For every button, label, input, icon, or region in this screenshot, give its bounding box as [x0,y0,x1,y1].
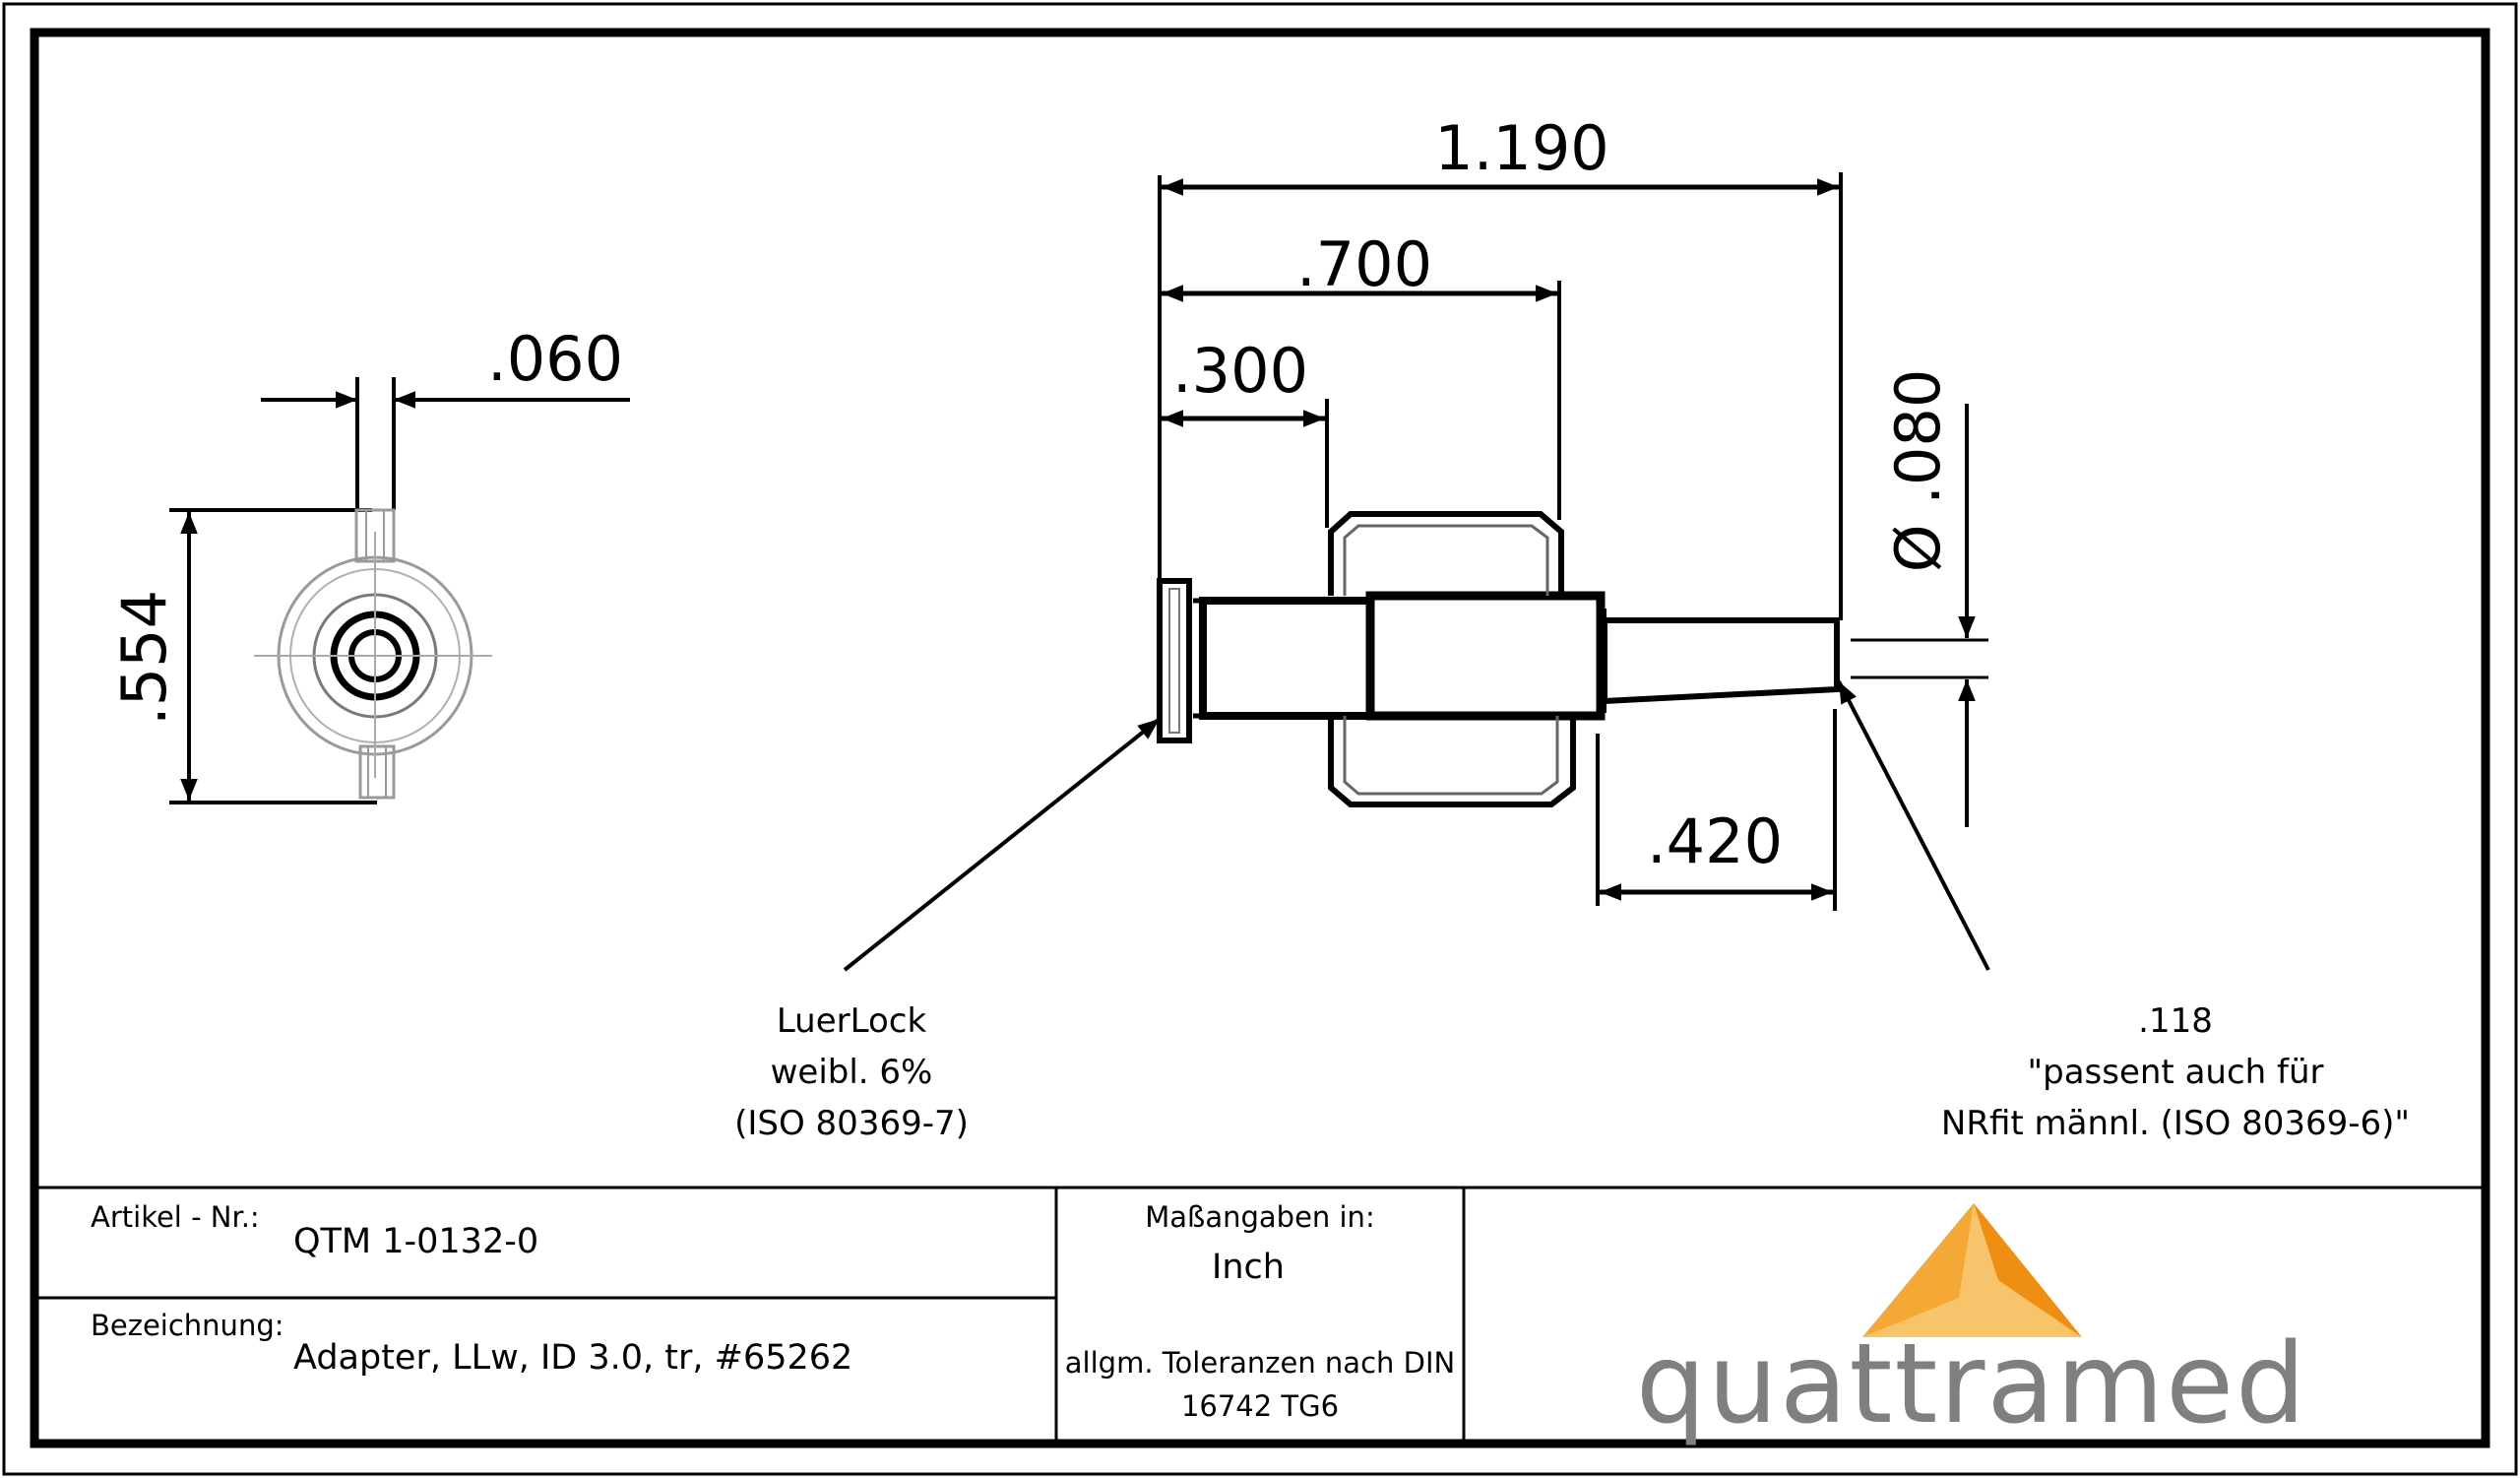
side-view [843,172,1990,972]
dim-length-700: .700 [1296,228,1432,300]
dim-height: .554 [108,590,180,726]
svg-text:NRfit männl. (ISO 80369-6)": NRfit männl. (ISO 80369-6)" [1941,1104,2410,1143]
quattramed-logo: quattramed [1636,1203,2307,1448]
title-block [34,1186,2486,1444]
logo-pyramid-dark [1974,1203,2082,1337]
svg-text:.118: .118 [2138,1001,2213,1041]
callout-luerlock: LuerLock weibl. 6% (ISO 80369-7) [734,1001,969,1143]
svg-text:"passent auch für: "passent auch für [2027,1053,2323,1092]
article-value: QTM 1-0132-0 [293,1222,538,1261]
tolerance-line-2: 16742 TG6 [1181,1389,1339,1423]
tolerance-line-1: allgm. Toleranzen nach DIN [1065,1346,1455,1380]
dim-overall-length: 1.190 [1434,112,1609,184]
units-label: Maßangaben in: [1145,1200,1374,1234]
designation-value: Adapter, LLw, ID 3.0, tr, #65262 [293,1338,852,1378]
units-value: Inch [1212,1248,1285,1287]
dim-tab-width: .060 [487,323,623,395]
callout-nrfit: .118 "passent auch für NRfit männl. (ISO… [1941,1001,2410,1143]
dim-tip-length: .420 [1647,805,1783,877]
svg-text:weibl. 6%: weibl. 6% [771,1053,933,1092]
front-view [169,377,630,804]
dim-tip-diameter: Ø .080 [1882,369,1954,573]
svg-text:(ISO 80369-7): (ISO 80369-7) [734,1104,969,1143]
svg-text:LuerLock: LuerLock [777,1001,927,1041]
logo-text: quattramed [1636,1320,2307,1448]
article-label: Artikel - Nr.: [91,1200,260,1234]
logo-pyramid-mid [1862,1203,1974,1337]
dim-length-300: .300 [1172,335,1308,407]
designation-label: Bezeichnung: [91,1309,284,1342]
inner-frame [30,28,2490,1448]
